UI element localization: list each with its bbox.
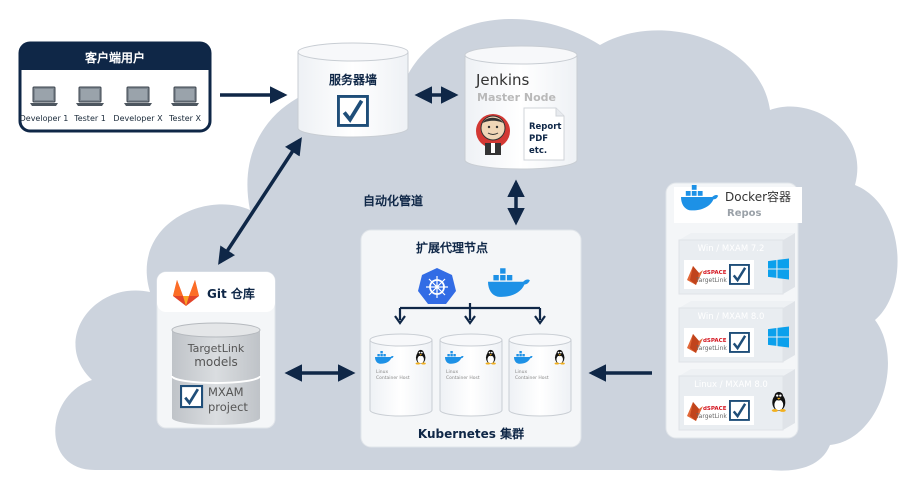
firewall-server: 服务器墙: [297, 42, 409, 138]
jenkins-master-node: Jenkins Master Node Report PDF etc.: [464, 45, 578, 170]
container-line: Container Host: [515, 375, 549, 381]
pipeline-label: 自动化管道: [363, 193, 423, 208]
container-host: Linux Container Host: [439, 333, 503, 417]
laptop-icon: [75, 86, 105, 107]
docker-image-label: Linux / MXAM 8.0: [694, 380, 768, 390]
client-user-label: Tester X: [168, 114, 202, 123]
product-label: TargetLink: [695, 277, 727, 284]
mxam-logo-icon: [178, 383, 205, 410]
jenkins-butler-icon: [476, 114, 510, 155]
git-repository-panel: Git 仓库 TargetLink models MXAM project: [156, 271, 276, 429]
report-document-icon: Report PDF etc.: [523, 107, 565, 161]
brand-label: dSPACE: [703, 270, 727, 276]
docker-image-label: Win / MXAM 8.0: [698, 312, 765, 322]
cluster-label: Kubernetes 集群: [418, 426, 524, 441]
mxam-logo-icon: [727, 330, 752, 355]
docker-repos-panel: Docker容器 Repos Win / MXAM 7.2 dSPACE Tar…: [665, 182, 802, 439]
report-line: Report: [529, 122, 562, 132]
container-host: Linux Container Host: [369, 333, 433, 417]
product-label: TargetLink: [695, 345, 727, 352]
client-user-label: Tester 1: [73, 114, 106, 123]
git-title: Git 仓库: [207, 286, 255, 301]
client-users-panel: 客户端用户 Developer 1 Tester 1 Developer X T…: [18, 41, 212, 133]
docker-image-card: Linux / MXAM 8.0 dSPACE TargetLink: [678, 369, 795, 431]
kubernetes-icon: [418, 268, 456, 304]
jenkins-subtitle: Master Node: [477, 91, 556, 104]
container-host: Linux Container Host: [508, 333, 572, 417]
firewall-label: 服务器墙: [329, 72, 377, 87]
container-line: Linux: [515, 369, 527, 375]
container-line: Container Host: [376, 375, 410, 381]
docker-subtitle: Repos: [727, 208, 762, 219]
product-label: TargetLink: [695, 413, 727, 420]
client-title: 客户端用户: [84, 50, 145, 65]
laptop-icon: [170, 86, 200, 107]
git-repo-cylinder: TargetLink models MXAM project: [171, 322, 261, 425]
container-line: Linux: [376, 369, 388, 375]
docker-image-label: Win / MXAM 7.2: [698, 244, 765, 254]
mxam-logo-icon: [727, 262, 752, 287]
client-user-label: Developer X: [113, 114, 163, 123]
agent-nodes-panel: 扩展代理节点 Linux Container Host Linux Cont: [360, 229, 582, 448]
mxam-logo-icon: [335, 93, 371, 129]
brand-label: dSPACE: [703, 338, 727, 344]
brand-label: dSPACE: [703, 406, 727, 412]
matlab-icon: [687, 334, 703, 353]
matlab-icon: [687, 266, 703, 285]
docker-image-card: Win / MXAM 8.0 dSPACE TargetLink: [678, 301, 795, 363]
report-line: PDF: [529, 134, 548, 144]
container-line: Container Host: [446, 375, 480, 381]
laptop-icon: [29, 86, 59, 107]
gitlab-icon: [173, 280, 199, 306]
distribution-arrows: [394, 303, 546, 325]
git-repo1-line: models: [194, 355, 238, 369]
git-repo2-line: project: [208, 400, 248, 414]
matlab-icon: [687, 402, 703, 421]
git-repo1-line: TargetLink: [187, 342, 245, 355]
mxam-logo-icon: [727, 398, 752, 423]
report-line: etc.: [529, 146, 547, 156]
git-repo2-line: MXAM: [208, 385, 244, 399]
agents-title: 扩展代理节点: [416, 240, 488, 255]
docker-title: Docker容器: [725, 189, 791, 204]
docker-image-card: Win / MXAM 7.2 dSPACE TargetLink: [678, 233, 795, 295]
client-user-label: Developer 1: [20, 114, 69, 123]
arrow-firewall-git: [218, 137, 302, 265]
laptop-icon: [123, 86, 153, 107]
jenkins-title: Jenkins: [475, 71, 530, 89]
connection-arrows: [218, 86, 652, 382]
container-line: Linux: [446, 369, 458, 375]
